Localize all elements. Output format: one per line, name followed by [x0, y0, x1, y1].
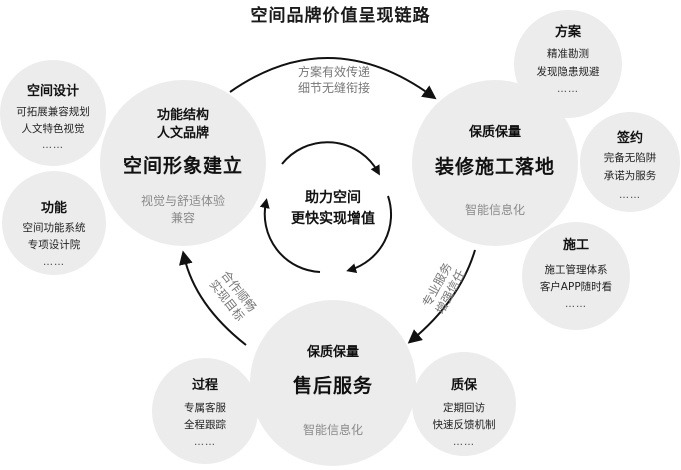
- main-circle-space-image: [100, 80, 266, 246]
- arrow-top: [229, 57, 437, 100]
- main-circle-construction: [412, 80, 578, 246]
- after-sales-pre: 保质保量: [306, 345, 359, 360]
- space-image-title: 空间形象建立: [122, 155, 243, 177]
- space-image-sub-1: 视觉与舒适体验: [140, 194, 225, 208]
- space-design-more: ……: [42, 140, 64, 151]
- process-line-2: 全程跟踪: [184, 419, 226, 431]
- satellite-space-design: [0, 60, 106, 166]
- satellite-construction: [522, 222, 630, 330]
- process-more: ……: [194, 437, 216, 448]
- cycle-arc-left: [259, 198, 321, 273]
- quality-line-2: 快速反馈机制: [432, 419, 496, 431]
- quality-title: 质保: [450, 378, 477, 393]
- satellite-quality: [412, 352, 516, 456]
- satellite-function: [2, 171, 106, 275]
- construction-sat-line-1: 施工管理体系: [544, 264, 608, 276]
- space-image-pre-1: 功能结构: [156, 108, 209, 123]
- plan-line-2: 发现隐患规避: [536, 66, 600, 78]
- function-more: ……: [43, 257, 65, 268]
- contract-line-1: 完备无陷阱: [603, 152, 657, 164]
- quality-more: ……: [453, 437, 475, 448]
- process-title: 过程: [191, 378, 218, 393]
- arrow-left: [179, 250, 247, 346]
- contract-line-2: 承诺为服务: [603, 170, 657, 182]
- contract-more: ……: [619, 190, 641, 201]
- arrow-right: [407, 249, 476, 344]
- space-image-sub-2: 兼容: [170, 211, 195, 225]
- top-flow-label-1: 方案有效传递: [297, 65, 370, 79]
- after-sales-title: 售后服务: [292, 375, 373, 397]
- process-line-1: 专属客服: [184, 402, 226, 414]
- construction-sat-line-2: 客户APP随时看: [539, 281, 613, 293]
- after-sales-sub: 智能信息化: [302, 423, 363, 437]
- construction-pre: 保质保量: [468, 125, 521, 140]
- center-label-2: 更快实现增值: [291, 211, 375, 227]
- space-design-line-1: 可拓展兼容规划: [16, 106, 90, 118]
- satellite-contract: [580, 112, 680, 212]
- top-flow-label-2: 细节无缝衔接: [297, 81, 370, 95]
- function-title: 功能: [40, 201, 67, 216]
- construction-sub: 智能信息化: [464, 203, 525, 217]
- cycle-arc-right: [346, 195, 393, 274]
- space-design-line-2: 人文特色视觉: [21, 123, 85, 135]
- plan-more: ……: [557, 84, 579, 95]
- main-circle-after-sales: [250, 300, 416, 466]
- contract-title: 签约: [616, 131, 643, 146]
- center-label-1: 助力空间: [305, 190, 361, 206]
- construction-sat-title: 施工: [562, 238, 589, 253]
- diagram-title: 空间品牌价值呈现链路: [250, 6, 431, 26]
- plan-line-1: 精准勘测: [547, 48, 589, 60]
- function-line-2: 专项设计院: [27, 239, 81, 251]
- space-design-title: 空间设计: [26, 84, 79, 99]
- function-line-1: 空间功能系统: [22, 222, 86, 234]
- space-image-pre-2: 人文品牌: [156, 126, 209, 141]
- plan-title: 方案: [554, 25, 581, 40]
- satellite-process: [152, 358, 258, 464]
- construction-sat-more: ……: [565, 299, 587, 310]
- quality-line-1: 定期回访: [443, 402, 485, 414]
- cycle-arc-top: [281, 141, 380, 176]
- construction-title: 装修施工落地: [434, 156, 555, 178]
